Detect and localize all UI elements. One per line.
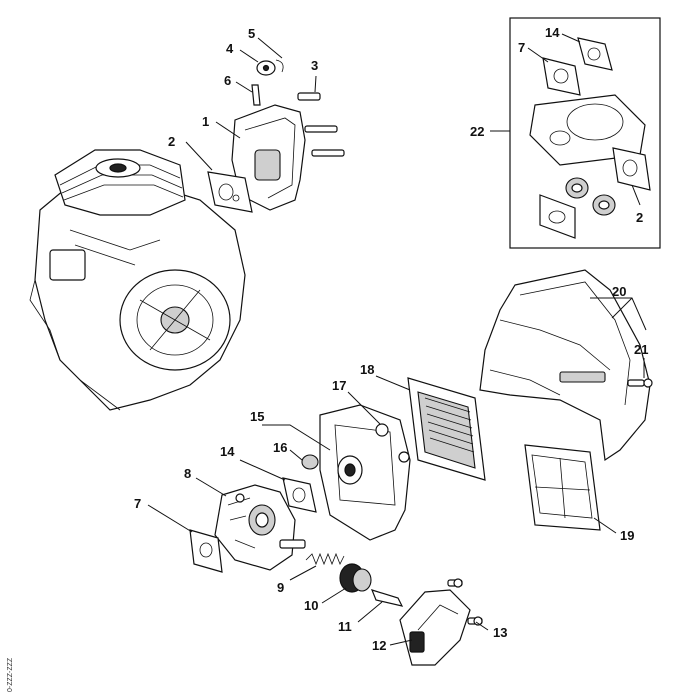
callout-11: 11 xyxy=(338,619,352,634)
callout-labels: 1 2 3 4 5 6 7 14 22 2 20 21 17 18 15 16 … xyxy=(134,25,648,653)
callout-7-box: 7 xyxy=(518,40,525,55)
callout-22: 22 xyxy=(470,124,484,139)
leader-lines xyxy=(147,33,647,646)
callout-14-box: 14 xyxy=(545,25,560,40)
callout-2: 2 xyxy=(168,134,175,149)
muffler-gasket xyxy=(207,171,253,213)
callout-5: 5 xyxy=(248,26,255,41)
callout-13: 13 xyxy=(493,625,507,640)
air-filter-element xyxy=(407,377,486,481)
carburetor xyxy=(214,484,306,571)
throttle-bracket xyxy=(399,578,483,666)
callout-7-lower: 7 xyxy=(134,496,141,511)
callout-14-lower: 14 xyxy=(220,444,235,459)
callout-18: 18 xyxy=(360,362,374,377)
throttle-sleeve xyxy=(339,563,372,593)
callout-3: 3 xyxy=(311,58,318,73)
air-filter-cover xyxy=(479,269,653,462)
callout-15: 15 xyxy=(250,409,264,424)
muffler-assembly xyxy=(231,59,345,211)
callout-4: 4 xyxy=(226,41,234,56)
callout-1: 1 xyxy=(202,114,209,129)
callout-20: 20 xyxy=(612,284,626,299)
drawing-code: 0-ZZZ-ZZZ xyxy=(7,657,14,692)
callout-17: 17 xyxy=(332,378,346,393)
callout-16: 16 xyxy=(273,440,287,455)
throttle-spring xyxy=(305,552,345,566)
engine-crankcase-cylinder xyxy=(29,149,246,411)
carb-gasket xyxy=(282,477,317,513)
callout-9: 9 xyxy=(277,580,284,595)
callout-19: 19 xyxy=(620,528,634,543)
callout-8: 8 xyxy=(184,466,191,481)
callout-2-box: 2 xyxy=(636,210,643,225)
callout-6: 6 xyxy=(224,73,231,88)
callout-10: 10 xyxy=(304,598,318,613)
carb-insulator-gasket xyxy=(189,529,223,573)
gasket-set-box xyxy=(509,17,661,249)
throttle-pin xyxy=(370,589,404,607)
callout-12: 12 xyxy=(372,638,386,653)
pre-filter xyxy=(524,444,601,531)
callout-21: 21 xyxy=(634,342,648,357)
filter-base-plate xyxy=(301,404,411,541)
